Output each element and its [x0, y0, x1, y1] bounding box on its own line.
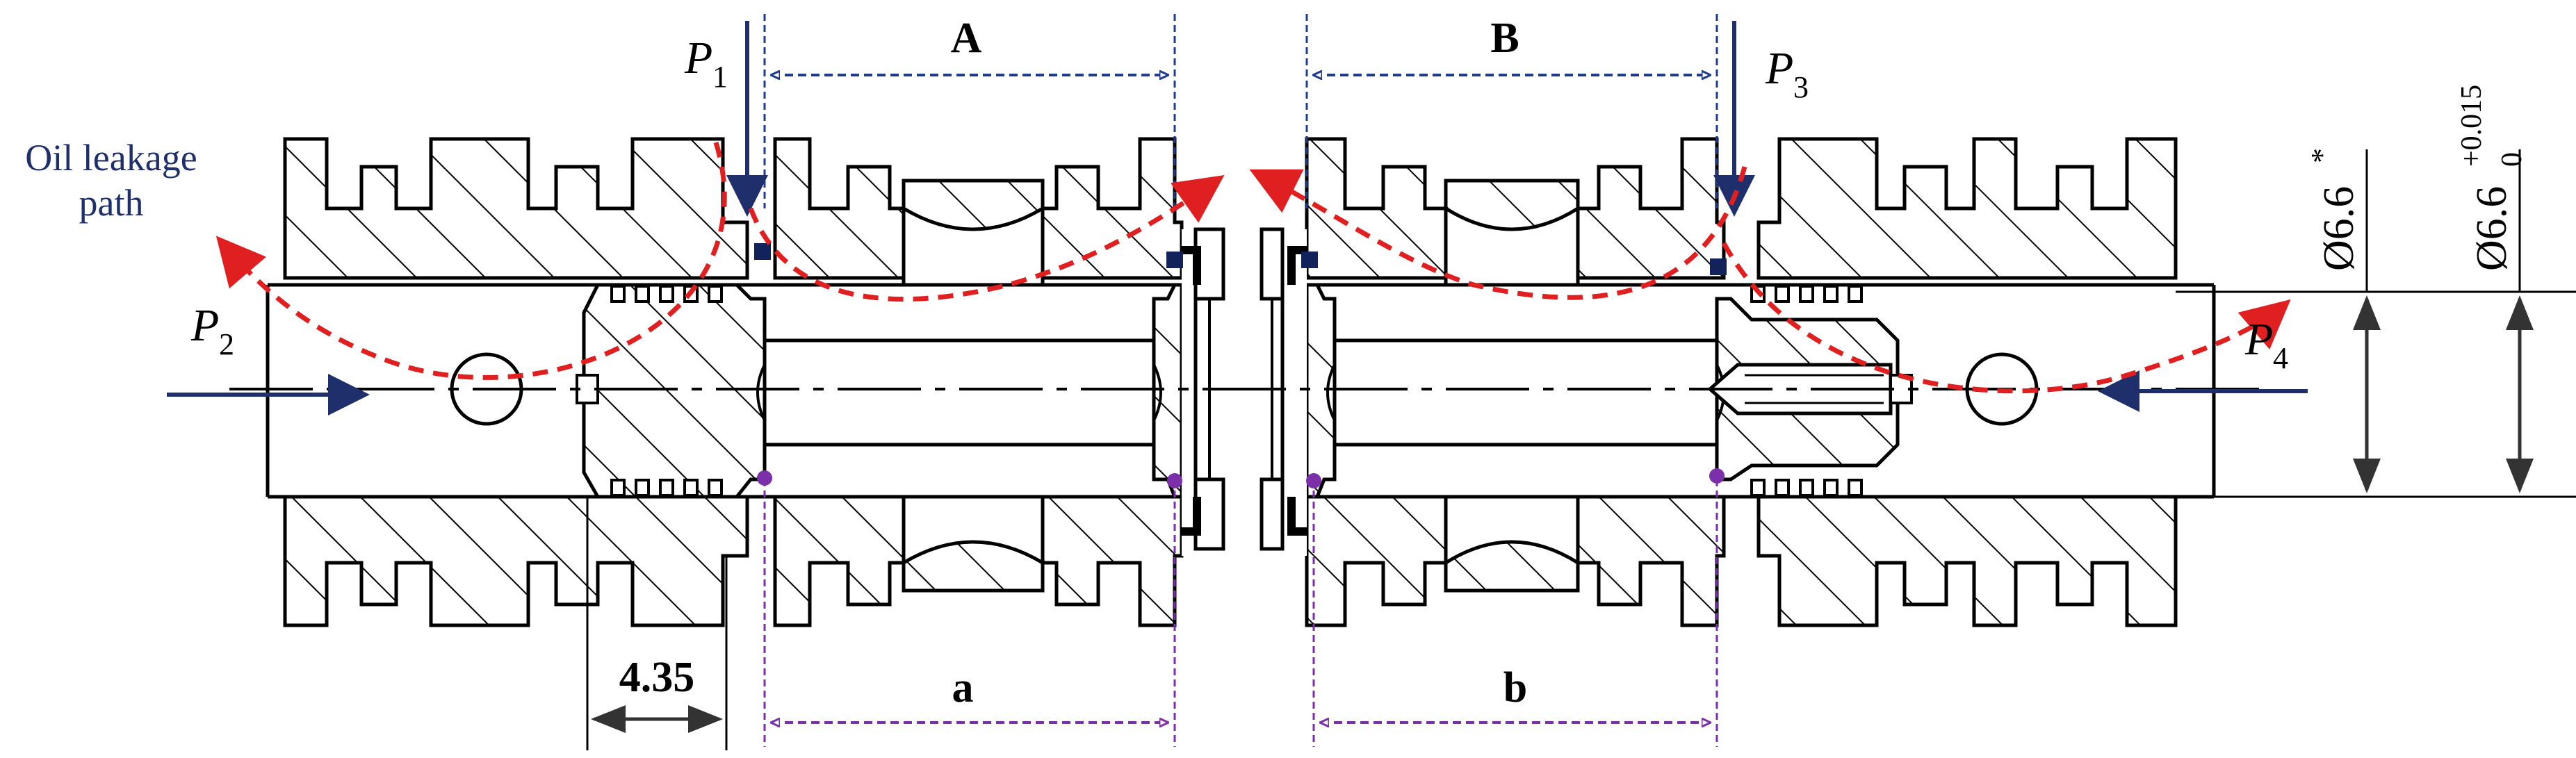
marker-dot: [1709, 468, 1725, 484]
oil-label-line2: path: [79, 182, 144, 224]
label-a: a: [952, 664, 974, 711]
label-dia-star-mark: *: [2305, 148, 2339, 163]
marker-square: [1166, 252, 1183, 268]
oil-label-line1: Oil leakage: [25, 137, 197, 179]
label-p4-sub: 4: [2273, 341, 2288, 375]
label-435: 4.35: [619, 654, 695, 701]
label-A: A: [951, 15, 982, 62]
marker-dot: [757, 470, 772, 486]
marker-square: [1301, 252, 1318, 268]
marker-dot: [1306, 473, 1321, 488]
dimension-lines: [586, 14, 2576, 750]
label-p1: P: [684, 33, 712, 83]
marker-square: [1710, 258, 1727, 275]
pressure-arrows: [167, 21, 2308, 415]
label-p2: P: [190, 300, 219, 351]
markers: [754, 243, 1727, 488]
label-b: b: [1503, 664, 1527, 711]
marker-dot: [1167, 473, 1182, 488]
marker-square: [754, 243, 771, 260]
label-p4: P: [2244, 314, 2273, 365]
label-dia-star: Ø6.6: [2315, 186, 2363, 271]
labels: A B a b P 1 P 2 P 3 P 4 Oil leakage path…: [25, 15, 2528, 711]
label-B: B: [1490, 15, 1519, 62]
label-p2-sub: 2: [219, 327, 234, 361]
label-p1-sub: 1: [712, 60, 728, 94]
label-p3-sub: 3: [1793, 70, 1809, 104]
label-p3: P: [1765, 43, 1793, 94]
label-dia-tol-sub: 0: [2496, 152, 2528, 167]
label-dia-tol: Ø6.6: [2468, 186, 2516, 271]
oil-leakage-path: [215, 141, 2291, 394]
label-dia-tol-sup: +0.015: [2456, 85, 2488, 167]
